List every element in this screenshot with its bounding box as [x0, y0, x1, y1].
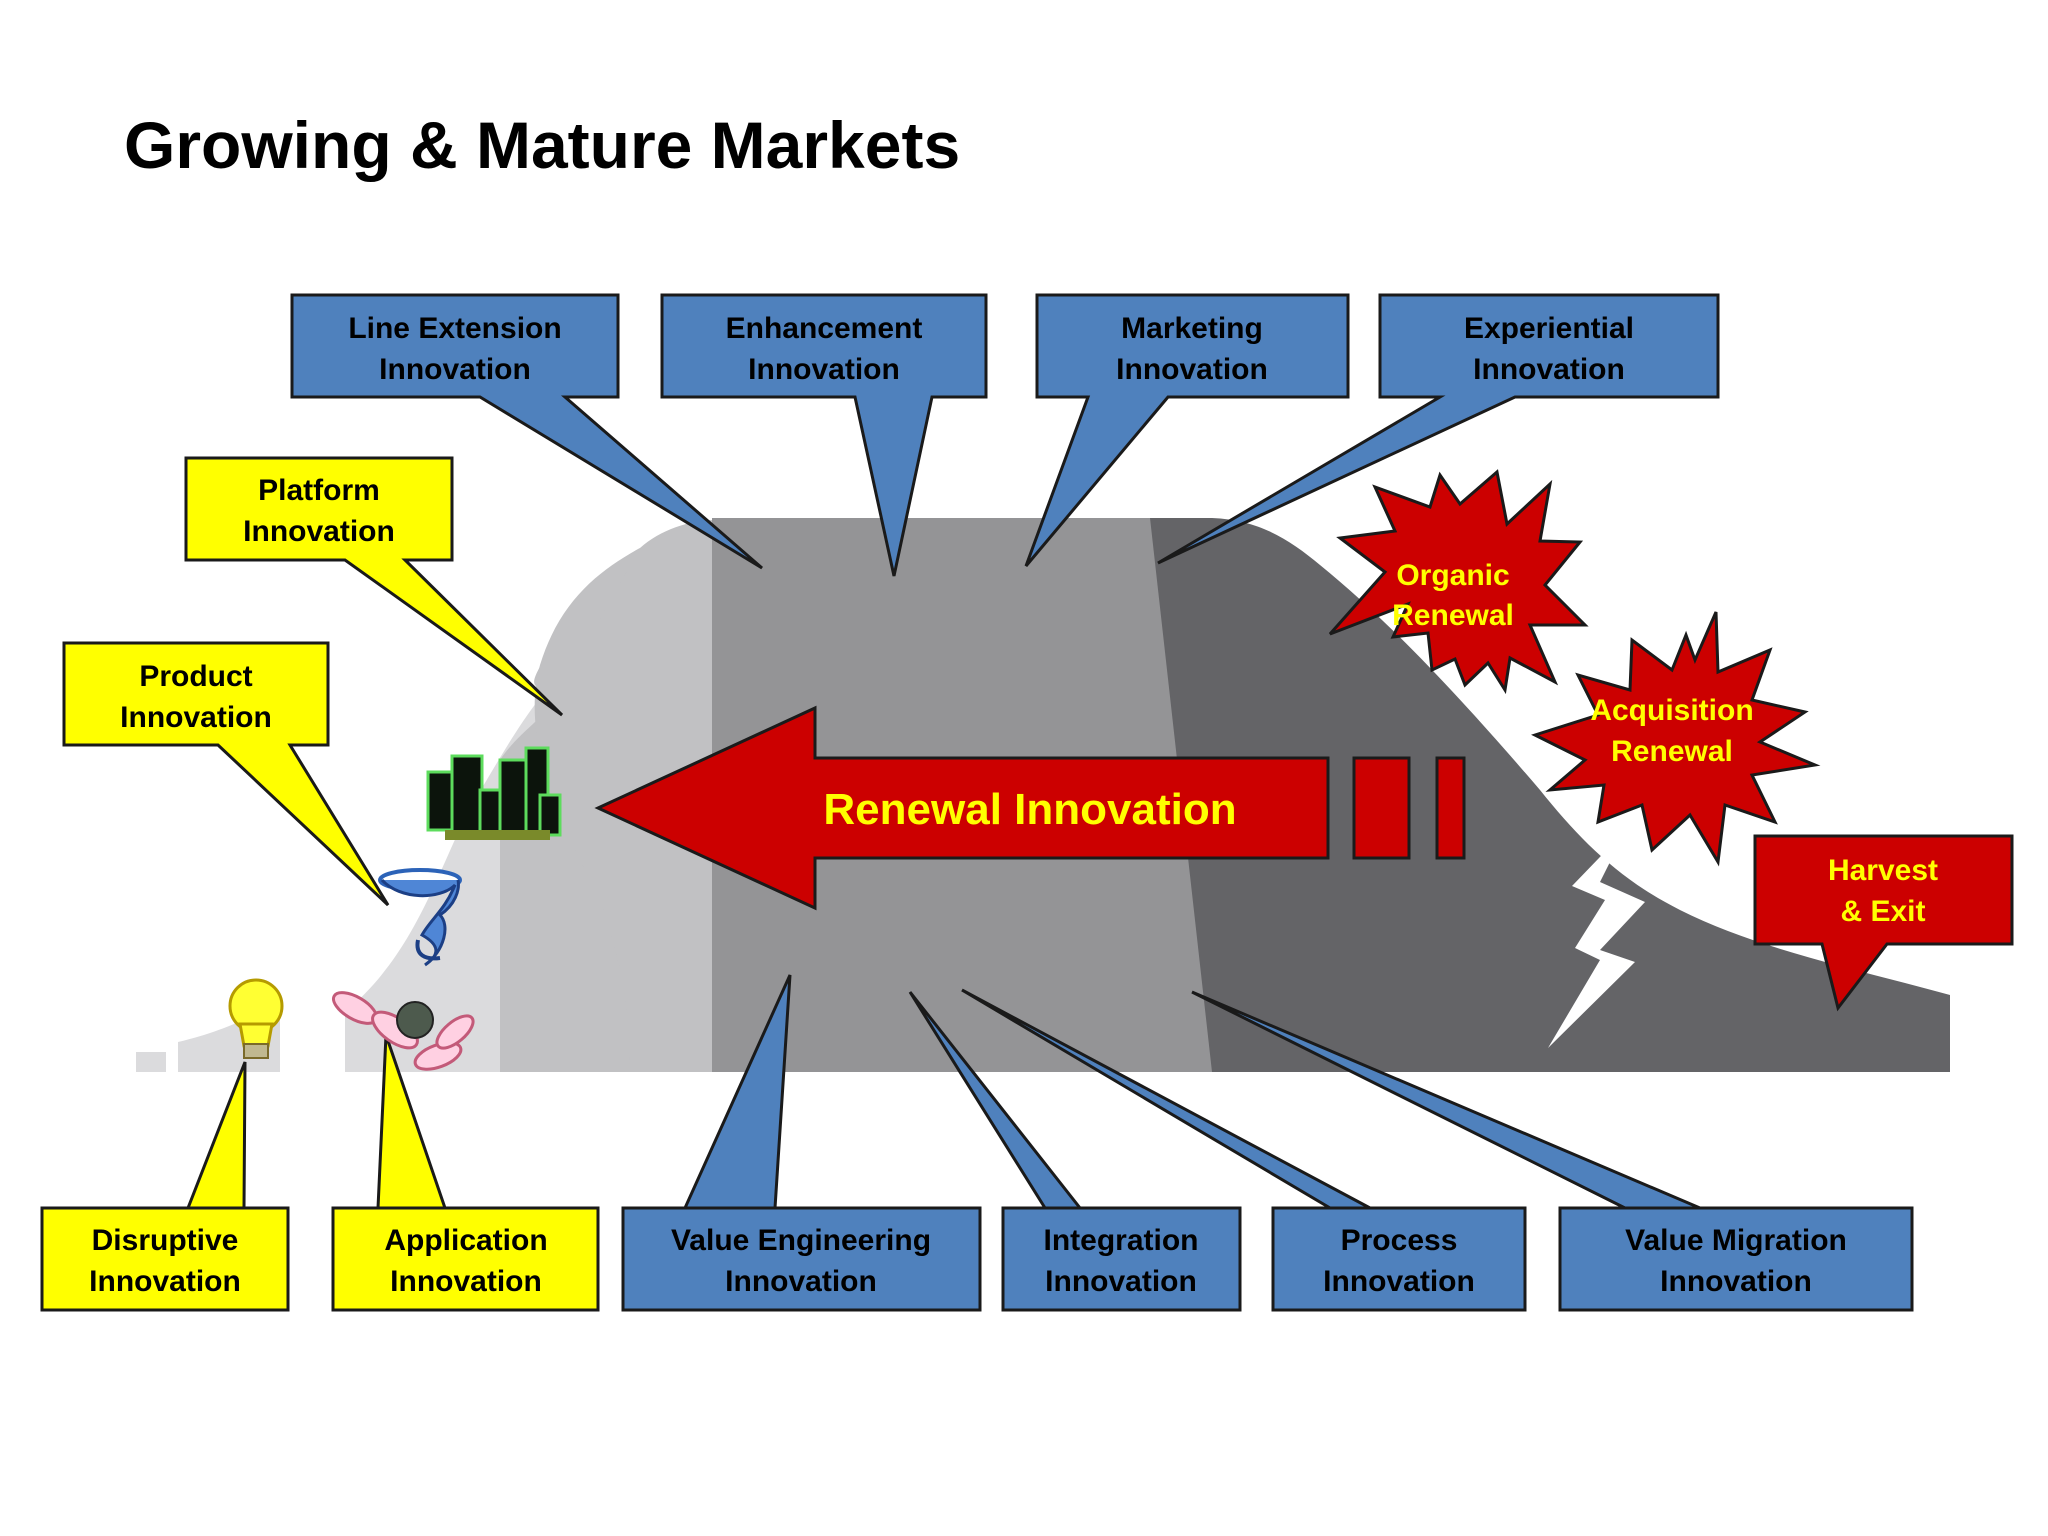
callout-line-1: Line Extension [348, 312, 561, 345]
experiential-innovation-callout: Experiential Innovation [1157, 293, 1720, 565]
callout-line-1: Value Engineering [671, 1224, 931, 1257]
burst-line-2: Renewal [1392, 599, 1514, 632]
integration-innovation-callout: Integration Innovation [908, 991, 1242, 1312]
callout-line-2: Innovation [748, 353, 900, 386]
callout-line-2: Innovation [1660, 1265, 1812, 1298]
marketing-innovation-callout: Marketing Innovation [1024, 293, 1350, 567]
callout-line-1: Value Migration [1625, 1224, 1847, 1257]
tornado-icon [378, 868, 462, 967]
city-icon [426, 746, 562, 840]
callout-line-1: Harvest [1828, 854, 1938, 887]
harvest-exit-callout: Harvest & Exit [1753, 834, 2014, 1012]
page-title: Growing & Mature Markets [124, 108, 960, 182]
bowling-icon [332, 991, 475, 1071]
lightbulb-icon [228, 978, 284, 1059]
lightning-icon [1548, 830, 1645, 1048]
decline-shape [1150, 518, 1950, 1072]
callout-line-1: Experiential [1464, 312, 1634, 345]
value-engineering-innovation-callout: Value Engineering Innovation [621, 974, 982, 1312]
callout-line-2: Innovation [379, 353, 531, 386]
early-step-left [136, 1052, 166, 1072]
enhancement-innovation-callout: Enhancement Innovation [660, 293, 988, 577]
product-innovation-callout: Product Innovation [62, 641, 390, 907]
callout-line-2: & Exit [1840, 895, 1925, 928]
platform-innovation-callout: Platform Innovation [184, 456, 564, 717]
callout-line-2: Innovation [725, 1265, 877, 1298]
callout-line-1: Integration [1044, 1224, 1199, 1257]
line-extension-innovation-callout: Line Extension Innovation [290, 293, 763, 570]
tornado-light-shape [534, 548, 640, 1072]
organic-renewal-burst: Organic Renewal [1328, 469, 1589, 695]
callout-line-2: Innovation [1323, 1265, 1475, 1298]
callout-line-2: Innovation [1045, 1265, 1197, 1298]
process-innovation-callout: Process Innovation [961, 988, 1527, 1312]
callout-line-2: Innovation [1473, 353, 1625, 386]
burst-line-1: Acquisition [1590, 694, 1753, 727]
callout-line-1: Disruptive [92, 1224, 239, 1257]
callout-line-2: Innovation [1116, 353, 1268, 386]
callout-line-2: Innovation [120, 701, 272, 734]
burst-line-2: Renewal [1611, 735, 1733, 768]
burst-line-1: Organic [1396, 559, 1509, 592]
application-innovation-callout: Application Innovation [331, 1034, 600, 1312]
disruptive-innovation-callout: Disruptive Innovation [40, 1061, 290, 1312]
value-migration-innovation-callout: Value Migration Innovation [1191, 990, 1914, 1312]
arrow-label: Renewal Innovation [823, 785, 1236, 834]
callout-line-1: Enhancement [726, 312, 923, 345]
callout-line-2: Innovation [243, 515, 395, 548]
callout-line-1: Process [1341, 1224, 1458, 1257]
callout-line-1: Marketing [1121, 312, 1263, 345]
callout-line-1: Product [139, 660, 252, 693]
callout-line-1: Platform [258, 474, 380, 507]
callout-line-2: Innovation [390, 1265, 542, 1298]
callout-line-2: Innovation [89, 1265, 241, 1298]
renewal-innovation-arrow: Renewal Innovation [594, 705, 1466, 911]
acquisition-renewal-burst: Acquisition Renewal [1531, 611, 1821, 867]
callout-line-1: Application [384, 1224, 547, 1257]
